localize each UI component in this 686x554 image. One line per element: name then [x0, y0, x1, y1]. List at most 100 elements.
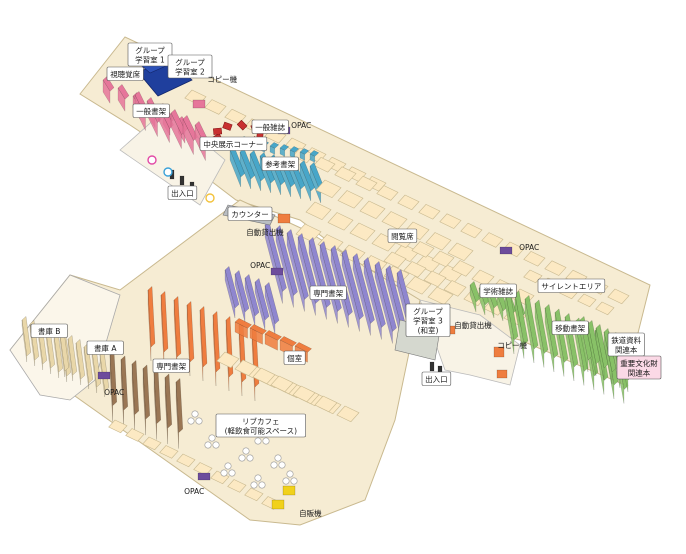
- reading-seat: [359, 200, 386, 220]
- central-exhibit-label-text: 中央展示コーナー: [203, 139, 263, 149]
- special-shelf: [352, 256, 371, 336]
- reading-seat: [315, 179, 342, 199]
- cultural-property-label-text: 関連本: [628, 368, 651, 378]
- cafe-seat: [336, 405, 360, 423]
- stack-b-label-box: [30, 323, 68, 338]
- counter-label-text: カウンター: [231, 210, 269, 219]
- facility-icon: [147, 155, 157, 165]
- opac-bottom-label: OPAC: [184, 487, 204, 496]
- copy-machine-right-label: コピー機: [497, 340, 527, 350]
- special-shelf-left: [142, 368, 146, 436]
- special-shelves-center-label-text: 専門書架: [313, 288, 343, 298]
- group-room-1-label-text: 学習室 1: [135, 55, 165, 65]
- special-shelf: [224, 265, 240, 309]
- private-room-desk: [249, 327, 263, 345]
- special-shelf: [308, 240, 327, 320]
- general-shelves-label-box: [132, 103, 170, 118]
- facility-icon: [205, 193, 215, 203]
- exhibit-panel: [213, 127, 223, 135]
- private-room-desk: [279, 336, 298, 347]
- reading-seat: [349, 222, 376, 242]
- reading-seat: [481, 232, 504, 248]
- reading-seat: [405, 276, 432, 295]
- opac-left-label-text: OPAC: [104, 388, 124, 397]
- cafe-table: [278, 461, 286, 469]
- private-room-desk: [264, 330, 283, 341]
- group-room-3-label-text: 学習室 3: [413, 316, 443, 326]
- self-checkout-left-label: 自動貸出機: [246, 227, 284, 237]
- facility-icon: [163, 167, 173, 177]
- cafe-seat: [292, 385, 316, 403]
- cultural-property-label-text: 重要文化財: [620, 358, 658, 368]
- copy-machine: [192, 99, 206, 109]
- mobile-shelf: [544, 307, 555, 373]
- private-room: [147, 289, 152, 362]
- general-magazines-label-box: [251, 119, 289, 134]
- private-room: [212, 314, 217, 387]
- reading-seat: [376, 185, 399, 201]
- wall-seat: [108, 419, 128, 434]
- special-shelves-center-label-box: [309, 285, 347, 300]
- reference-shelf: [249, 153, 262, 192]
- opac-terminal: [197, 472, 211, 481]
- special-shelf-left: [164, 377, 168, 445]
- counter-label-box: [227, 206, 273, 221]
- cafe-table: [187, 417, 195, 425]
- vending-machine: [271, 499, 285, 510]
- stack-a-shelf: [83, 346, 90, 390]
- cafe-seat: [314, 395, 338, 413]
- stack-a-shelf: [91, 350, 98, 394]
- silent-area-label-text: サイレントエリア: [541, 282, 601, 291]
- private-room: [199, 309, 204, 382]
- group-room-2-label-box: [167, 54, 213, 79]
- reference-shelves-label: 参考書架: [261, 156, 299, 171]
- cultural-property-label-box: [616, 355, 662, 380]
- private-room-desk: [234, 318, 253, 329]
- opac-label-text: OPAC: [291, 121, 311, 130]
- stack-b-label: 書庫 B: [30, 323, 68, 338]
- academic-magazine-shelf: [496, 293, 504, 322]
- silent-area-label: サイレントエリア: [537, 278, 606, 293]
- reading-seat: [204, 99, 227, 115]
- av-seats-label-box: [106, 66, 144, 81]
- special-shelf: [341, 252, 360, 332]
- cultural-shelf: [603, 331, 613, 385]
- special-shelf: [224, 269, 236, 319]
- mobile-shelf: [504, 289, 515, 355]
- reading-seat: [607, 288, 630, 305]
- group-room-2-label-text: 学習室 2: [175, 67, 205, 77]
- private-rooms-label-text: 個室: [287, 353, 302, 363]
- wall-seat: [142, 436, 162, 451]
- special-shelf-left: [153, 372, 157, 440]
- reading-seat: [334, 166, 357, 182]
- group-room-2-label-text: グループ: [175, 57, 205, 67]
- copy-machine-label-text: コピー機: [207, 74, 237, 84]
- reading-seat: [397, 194, 420, 211]
- counter-label: カウンター: [227, 206, 273, 221]
- reading-seats-label-text: 閲覧席: [391, 231, 414, 241]
- mobile-shelf: [524, 298, 535, 364]
- stack-b-shelf: [53, 335, 60, 379]
- vending-machine: [282, 485, 296, 496]
- cafe-table: [254, 437, 262, 445]
- special-shelves-left-label-text: 専門書架: [156, 361, 186, 371]
- magazine-rack: [299, 151, 306, 161]
- copy-machine-label: コピー機: [207, 74, 237, 84]
- cafe-seat: [270, 375, 294, 393]
- special-shelf: [275, 228, 294, 308]
- stack-a-label: 書庫 A: [86, 340, 124, 355]
- cafe-table: [254, 474, 262, 482]
- cafe-table: [191, 410, 199, 418]
- lib-cafe-label-box: [215, 413, 306, 438]
- silent-seat: [595, 301, 615, 316]
- opac-mid-label: OPAC: [250, 261, 270, 270]
- wall-seat: [159, 445, 179, 459]
- general-magazines-label: 一般雑誌: [251, 119, 289, 134]
- cafe-seat: [234, 359, 258, 377]
- special-shelf: [374, 264, 393, 344]
- reading-seat: [305, 201, 332, 221]
- reference-shelves-label-box: [261, 156, 299, 171]
- private-room-desk: [294, 342, 313, 353]
